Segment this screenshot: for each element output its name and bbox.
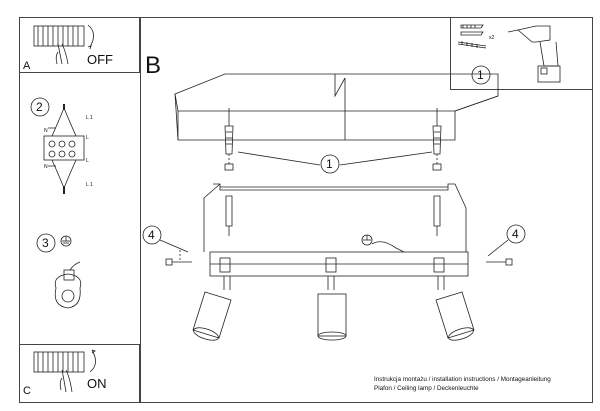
panel-b-letter: B — [145, 52, 162, 79]
footer-line-1: Instrukcja montażu / installation instru… — [374, 376, 551, 383]
terminal-label-l-top: L — [86, 135, 89, 141]
wall-anchor-icon — [460, 24, 484, 36]
mounting-bracket — [203, 183, 467, 252]
side-screw-right — [486, 258, 513, 266]
footer-caption: Instrukcja montażu / installation instru… — [374, 375, 551, 393]
callout-circle-4-right — [506, 224, 526, 244]
outer-frame — [19, 17, 593, 403]
wire-label-n-top: N — [44, 128, 48, 134]
wire-label-n-bottom: N — [44, 164, 48, 170]
step-2-number: 2 — [36, 100, 43, 114]
ground-symbol-icon — [60, 235, 72, 247]
wiring-terminal-icon — [43, 104, 85, 194]
breaker-box-off-icon — [33, 24, 94, 65]
lamp-base-bar — [209, 251, 469, 277]
spot-head-left — [192, 276, 232, 341]
step-4-left-number: 4 — [148, 228, 155, 242]
mounting-screw-left — [224, 108, 234, 171]
spot-head-center — [317, 276, 347, 341]
callout-circle-1-main — [320, 154, 340, 174]
footer-line-2: Plafon / Ceiling lamp / Deckenleuchte — [374, 385, 479, 392]
step-1-main-number: 1 — [326, 157, 333, 171]
anchor-quantity: x2 — [489, 35, 495, 41]
ground-terminal-icon — [54, 261, 82, 309]
bracket-screw-left — [225, 195, 233, 236]
breaker-box-on-icon — [33, 349, 96, 393]
screw-icon — [457, 41, 487, 49]
panel-a-box — [19, 17, 140, 73]
panel-c-switch-label: ON — [87, 376, 107, 391]
spot-head-right — [435, 276, 475, 341]
bracket-screw-right — [433, 195, 441, 236]
callout-circle-2 — [30, 97, 50, 117]
step-4-right-number: 4 — [512, 227, 519, 241]
panel-a-switch-label: OFF — [87, 52, 113, 67]
mounting-screw-right — [432, 108, 442, 171]
drill-icon — [507, 25, 561, 83]
callout-circle-4-left — [142, 225, 162, 245]
panel-a-letter: A — [23, 60, 31, 72]
panel-tools-box — [450, 17, 593, 90]
lamp-cable — [361, 234, 405, 253]
step-3-number: 3 — [42, 236, 49, 250]
callout-circle-1-tools — [471, 65, 491, 85]
step-1-tools-number: 1 — [477, 68, 484, 82]
panel-c-box — [19, 344, 140, 403]
wire-label-l1-bottom: L 1 — [86, 182, 93, 188]
ceiling-plate — [174, 73, 499, 141]
terminal-label-l-bottom: L — [86, 158, 89, 164]
wire-label-l1-top: L 1 — [86, 115, 93, 121]
panel-b-left-border — [140, 17, 141, 403]
side-screw-left — [165, 250, 192, 266]
callout-circle-3 — [36, 233, 56, 253]
panel-c-letter: C — [23, 385, 31, 397]
callout-lines — [159, 151, 509, 257]
